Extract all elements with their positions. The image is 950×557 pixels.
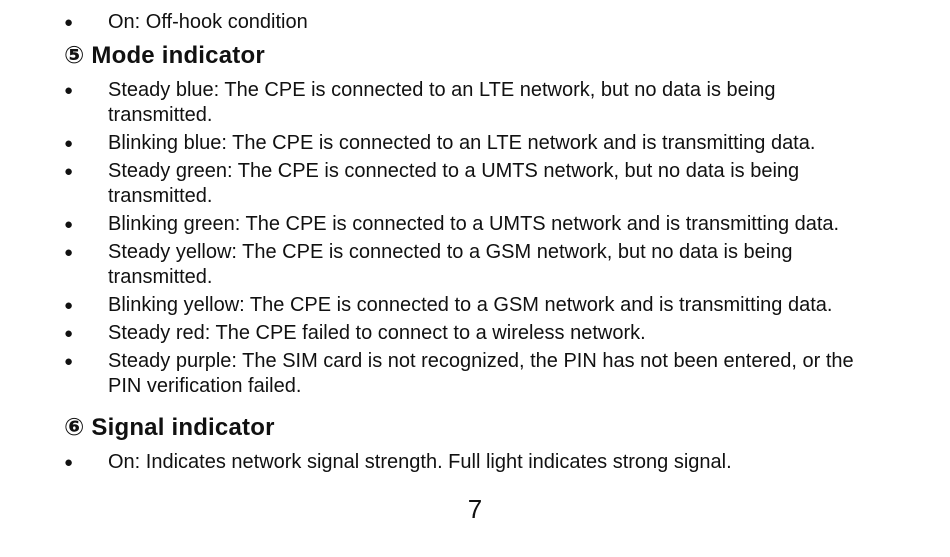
bullet-icon: ●	[64, 454, 74, 471]
bullet-icon: ●	[64, 163, 74, 180]
list-item-text: On: Off-hook condition	[108, 11, 308, 33]
list-item: ● Steady green: The CPE is connected to …	[0, 159, 878, 209]
list-item-text: Blinking yellow: The CPE is connected to…	[108, 294, 833, 316]
list-item-text: Steady purple: The SIM card is not recog…	[108, 350, 854, 397]
list-item: ● Steady blue: The CPE is connected to a…	[0, 78, 878, 128]
list-item: ● Blinking blue: The CPE is connected to…	[0, 131, 878, 156]
bullet-icon: ●	[64, 244, 74, 261]
list-item-text: Steady yellow: The CPE is connected to a…	[108, 241, 793, 288]
list-item-text: Blinking blue: The CPE is connected to a…	[108, 132, 816, 154]
bullet-icon: ●	[64, 216, 74, 233]
list-item: ● On: Indicates network signal strength.…	[0, 450, 878, 475]
bullet-icon: ●	[64, 297, 74, 314]
list-item: ● Steady red: The CPE failed to connect …	[0, 321, 878, 346]
bullet-icon: ●	[64, 325, 74, 342]
bullet-icon: ●	[64, 135, 74, 152]
bullet-icon: ●	[64, 14, 74, 31]
section-heading-signal-indicator: ⑥ Signal indicator	[64, 414, 275, 441]
bullet-list-hook: ● On: Off-hook condition	[0, 10, 878, 35]
list-item-text: Steady red: The CPE failed to connect to…	[108, 322, 646, 344]
list-item-text: Blinking green: The CPE is connected to …	[108, 213, 840, 235]
page-number: 7	[467, 494, 483, 524]
list-item: ● Steady yellow: The CPE is connected to…	[0, 240, 878, 290]
list-item: ● Steady purple: The SIM card is not rec…	[0, 349, 878, 399]
bullet-list-signal: ● On: Indicates network signal strength.…	[0, 450, 878, 475]
list-item-text: Steady blue: The CPE is connected to an …	[108, 79, 776, 126]
list-item: ● Blinking green: The CPE is connected t…	[0, 212, 878, 237]
list-item: ● On: Off-hook condition	[0, 10, 878, 35]
list-item-text: Steady green: The CPE is connected to a …	[108, 160, 800, 207]
bullet-icon: ●	[64, 82, 74, 99]
bullet-list-mode: ● Steady blue: The CPE is connected to a…	[0, 78, 878, 402]
bullet-icon: ●	[64, 353, 74, 370]
section-heading-mode-indicator: ⑤ Mode indicator	[64, 42, 265, 69]
list-item: ● Blinking yellow: The CPE is connected …	[0, 293, 878, 318]
list-item-text: On: Indicates network signal strength. F…	[108, 451, 732, 473]
